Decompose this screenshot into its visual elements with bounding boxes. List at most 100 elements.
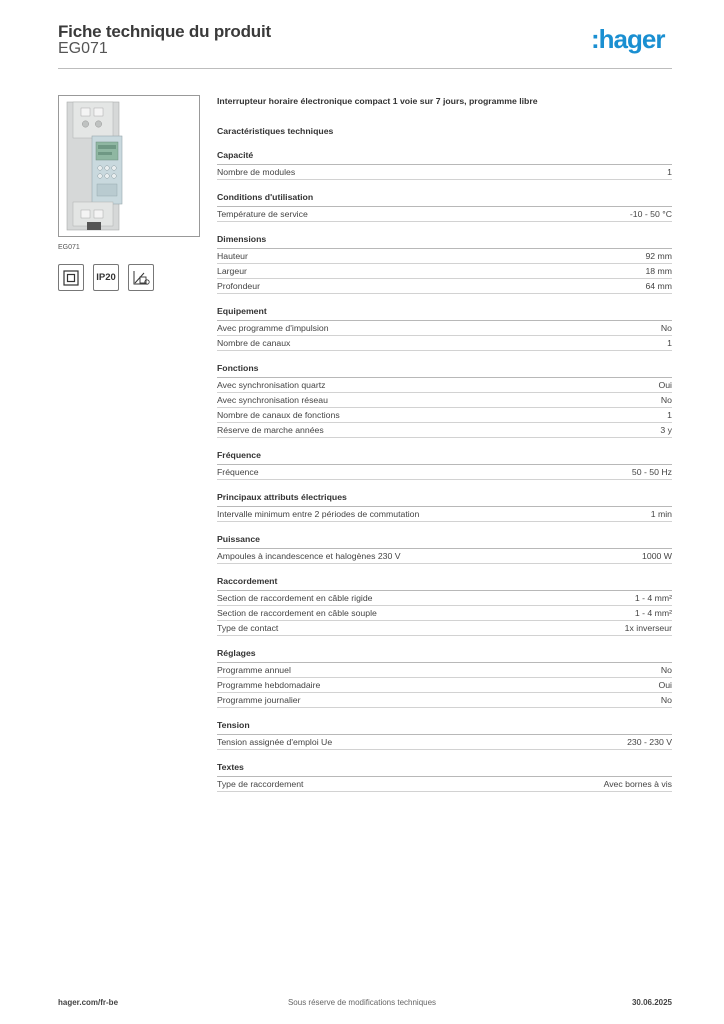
spec-row: Nombre de canaux de fonctions 1 — [217, 408, 672, 423]
spec-value: 18 mm — [645, 266, 672, 276]
ip20-icon: IP20 — [93, 264, 119, 291]
spec-label: Température de service — [217, 209, 308, 219]
spec-label: Avec synchronisation quartz — [217, 380, 326, 390]
spec-value: 1x inverseur — [624, 623, 672, 633]
spec-heading: Caractéristiques techniques — [217, 126, 334, 136]
spec-value: No — [660, 665, 672, 675]
time-switch-image — [66, 101, 123, 231]
spec-row: Avec programme d'impulsion No — [217, 321, 672, 336]
spec-row: Programme annuel No — [217, 663, 672, 678]
spec-row: Ampoules à incandescence et halogènes 23… — [217, 549, 672, 564]
spec-value: -10 - 50 °C — [629, 209, 672, 219]
spec-row: Température de service -10 - 50 °C — [217, 207, 672, 222]
spec-label: Intervalle minimum entre 2 périodes de c… — [217, 509, 420, 519]
section-title: Conditions d'utilisation — [217, 192, 672, 207]
spec-label: Tension assignée d'emploi Ue — [217, 737, 333, 747]
spec-label: Nombre de modules — [217, 167, 296, 177]
spec-row: Nombre de canaux 1 — [217, 336, 672, 351]
spec-value: No — [660, 695, 672, 705]
spec-value: Avec bornes à vis — [603, 779, 672, 789]
spec-row: Hauteur 92 mm — [217, 249, 672, 264]
spec-row: Avec synchronisation réseau No — [217, 393, 672, 408]
section-title: Capacité — [217, 150, 672, 165]
spec-value: Oui — [658, 380, 672, 390]
spec-value: 1 — [667, 410, 672, 420]
spec-label: Largeur — [217, 266, 247, 276]
spec-label: Profondeur — [217, 281, 260, 291]
spec-row: Largeur 18 mm — [217, 264, 672, 279]
spec-row: Profondeur 64 mm — [217, 279, 672, 294]
section-title: Puissance — [217, 534, 672, 549]
spec-label: Programme annuel — [217, 665, 291, 675]
spec-row: Tension assignée d'emploi Ue 230 - 230 V — [217, 735, 672, 750]
hager-logo: :hager — [591, 26, 666, 54]
spec-label: Section de raccordement en câble rigide — [217, 593, 373, 603]
spec-value: Oui — [658, 680, 672, 690]
product-code: EG071 — [58, 40, 108, 57]
specifications-panel: Interrupteur horaire électronique compac… — [217, 96, 672, 792]
spec-label: Avec programme d'impulsion — [217, 323, 329, 333]
spec-label: Nombre de canaux de fonctions — [217, 410, 340, 420]
spec-label: Avec synchronisation réseau — [217, 395, 328, 405]
product-description: Interrupteur horaire électronique compac… — [217, 96, 538, 106]
spec-row: Programme journalier No — [217, 693, 672, 708]
header-divider — [58, 68, 672, 69]
spec-row: Intervalle minimum entre 2 périodes de c… — [217, 507, 672, 522]
spec-row: Type de raccordement Avec bornes à vis — [217, 777, 672, 792]
section-title: Textes — [217, 762, 672, 777]
spec-row: Type de contact 1x inverseur — [217, 621, 672, 636]
spec-label: Nombre de canaux — [217, 338, 291, 348]
section-title: Raccordement — [217, 576, 672, 591]
spec-row: Programme hebdomadaire Oui — [217, 678, 672, 693]
spec-label: Type de contact — [217, 623, 279, 633]
spec-label: Ampoules à incandescence et halogènes 23… — [217, 551, 401, 561]
spec-value: No — [660, 395, 672, 405]
section-title: Tension — [217, 720, 672, 735]
page-title: Fiche technique du produit — [58, 22, 271, 41]
spec-label: Programme journalier — [217, 695, 301, 705]
footer-disclaimer: Sous réserve de modifications techniques — [287, 998, 437, 1007]
spec-row: Nombre de modules 1 — [217, 165, 672, 180]
spec-value: 1 — [667, 338, 672, 348]
spec-value: 1 - 4 mm² — [634, 608, 672, 618]
spec-value: No — [660, 323, 672, 333]
spec-value: 3 y — [660, 425, 672, 435]
spec-label: Hauteur — [217, 251, 248, 261]
spec-value: 92 mm — [645, 251, 672, 261]
spec-value: 1 — [667, 167, 672, 177]
section-title: Réglages — [217, 648, 672, 663]
photo-caption: EG071 — [58, 244, 80, 251]
spec-row: Réserve de marche années 3 y — [217, 423, 672, 438]
spec-row: Avec synchronisation quartz Oui — [217, 378, 672, 393]
certification-icons: IP20 — [58, 264, 154, 291]
footer-website: hager.com/fr-be — [58, 998, 119, 1007]
spec-value: 1 - 4 mm² — [634, 593, 672, 603]
din-rail-mounting-icon — [128, 264, 154, 291]
spec-label: Réserve de marche années — [217, 425, 324, 435]
spec-label: Programme hebdomadaire — [217, 680, 321, 690]
spec-value: 230 - 230 V — [627, 737, 672, 747]
section-title: Dimensions — [217, 234, 672, 249]
double-insulation-icon — [58, 264, 84, 291]
section-title: Fréquence — [217, 450, 672, 465]
spec-label: Fréquence — [217, 467, 259, 477]
section-title: Fonctions — [217, 363, 672, 378]
section-title: Equipement — [217, 306, 672, 321]
spec-value: 64 mm — [645, 281, 672, 291]
spec-label: Type de raccordement — [217, 779, 304, 789]
